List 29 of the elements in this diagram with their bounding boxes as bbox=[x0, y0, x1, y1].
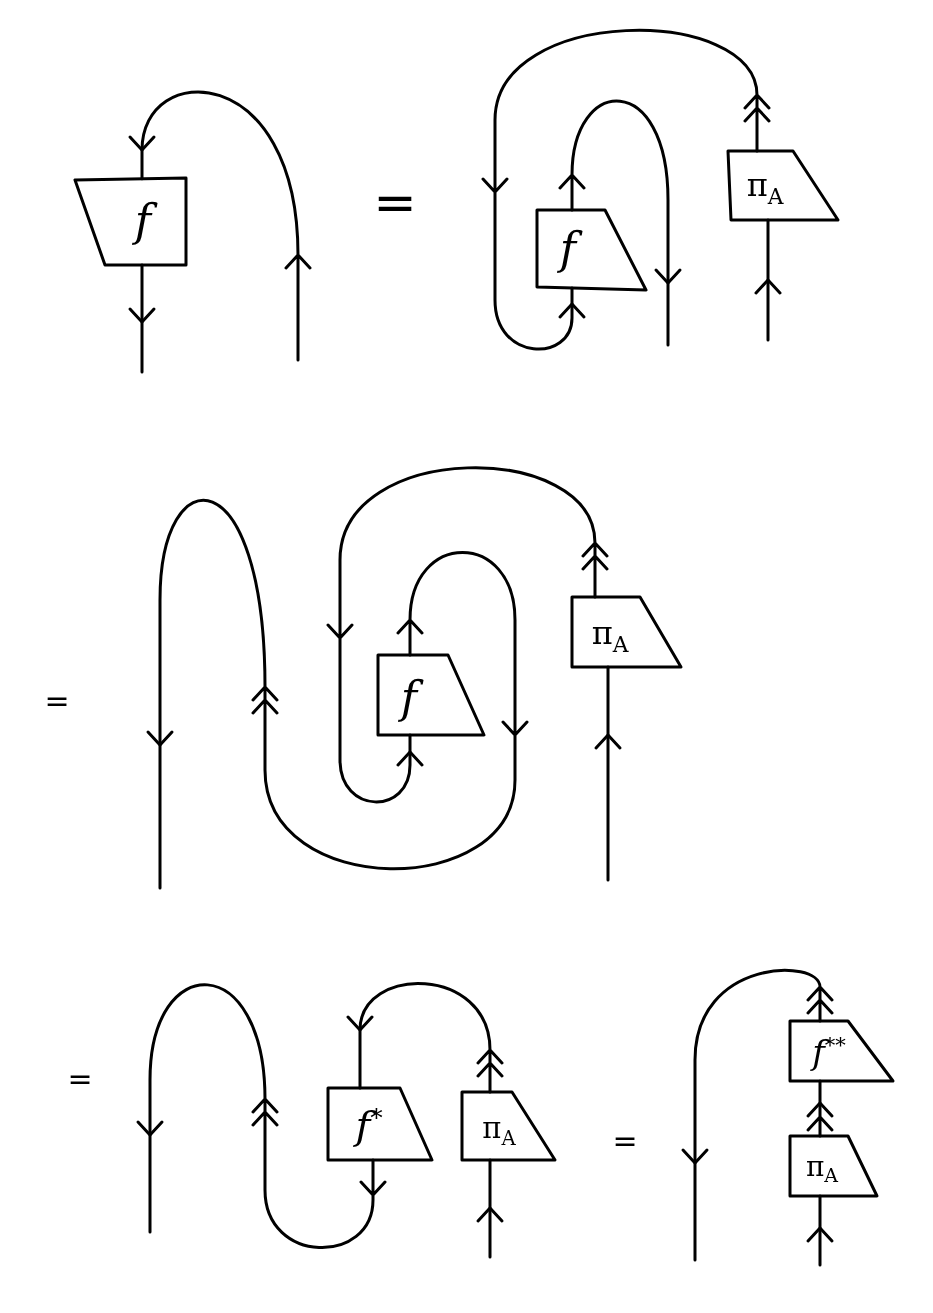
morphism-label: π$_{A}$ bbox=[745, 165, 785, 209]
morphism-box bbox=[459, 1089, 558, 1163]
oriented-wire bbox=[558, 99, 682, 347]
morphism-label: π$_{A}$ bbox=[481, 1110, 517, 1149]
morphism-label: f bbox=[125, 189, 161, 251]
morphism-box bbox=[534, 207, 649, 293]
oriented-wire bbox=[128, 90, 312, 362]
morphism-label: π$_{A}$ bbox=[590, 613, 630, 657]
oriented-wire bbox=[681, 968, 834, 1262]
oriented-wire bbox=[346, 982, 504, 1094]
morphism-label: f$^{**}$ bbox=[809, 1030, 847, 1074]
oriented-wire bbox=[481, 29, 771, 351]
equals-sign: = bbox=[44, 683, 70, 717]
equals-sign: = bbox=[373, 174, 417, 232]
morphism-box bbox=[375, 652, 487, 738]
morphism-box bbox=[787, 1133, 880, 1199]
morphism-label: f bbox=[391, 666, 427, 728]
equals-sign: = bbox=[612, 1123, 638, 1157]
oriented-wire bbox=[326, 466, 609, 804]
morphism-box bbox=[72, 176, 189, 268]
morphism-label: f bbox=[550, 217, 586, 279]
morphism-box bbox=[569, 594, 684, 670]
morphism-box bbox=[787, 1018, 896, 1084]
morphism-label: π$_{A}$ bbox=[804, 1148, 840, 1187]
morphism-box bbox=[325, 1085, 435, 1163]
oriented-wire bbox=[146, 499, 529, 890]
oriented-wire bbox=[136, 983, 387, 1249]
equals-sign: = bbox=[67, 1061, 93, 1095]
morphism-box bbox=[725, 148, 841, 223]
